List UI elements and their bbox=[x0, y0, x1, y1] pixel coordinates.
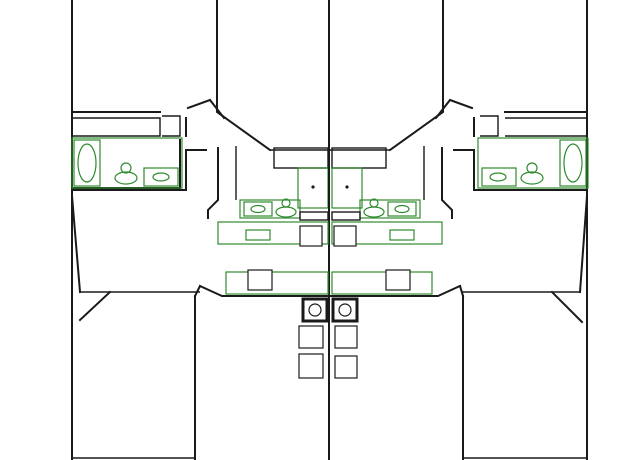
toilet-icon bbox=[520, 171, 544, 185]
upper-left-counter bbox=[217, 221, 329, 245]
right-tub-surround bbox=[559, 139, 587, 187]
left-door-swing bbox=[186, 98, 226, 120]
center-right-bath-floor bbox=[359, 199, 421, 219]
right-angled-wall bbox=[578, 194, 589, 294]
lower-bedrooms bbox=[71, 284, 588, 460]
bathtub-icon bbox=[563, 143, 583, 183]
toilet-tank bbox=[281, 198, 291, 208]
toilet-icon bbox=[363, 206, 385, 218]
sink-icon bbox=[394, 204, 410, 214]
washer-icon bbox=[301, 297, 329, 323]
center-left-closet bbox=[273, 147, 329, 169]
toilet-tank bbox=[120, 162, 132, 174]
closet-box bbox=[334, 355, 358, 379]
center-right-linen bbox=[331, 211, 361, 221]
lower-right-counter bbox=[331, 271, 433, 295]
toilet-icon bbox=[114, 171, 138, 185]
center-left-linen bbox=[299, 211, 329, 221]
washer-drum bbox=[308, 303, 322, 317]
right-door-swing bbox=[434, 98, 474, 120]
closet-box bbox=[298, 325, 324, 349]
right-hall-wall bbox=[453, 149, 588, 191]
center-right-closet bbox=[331, 147, 387, 169]
bathtub-icon bbox=[77, 143, 97, 183]
lower-right-door bbox=[550, 290, 584, 324]
right-bath bbox=[434, 98, 589, 293]
lower-right-bedroom-corner bbox=[458, 284, 465, 298]
left-tub-surround bbox=[73, 139, 101, 187]
center-right-shower bbox=[331, 167, 363, 209]
lower-left-door bbox=[78, 290, 112, 322]
washer-icon bbox=[331, 297, 359, 323]
upper-right-counter bbox=[331, 221, 443, 245]
upper-right-bedroom-wall-west bbox=[388, 0, 444, 152]
upper-left-bedroom-wall-east bbox=[216, 0, 272, 152]
sink-icon bbox=[245, 229, 271, 241]
refrigerator-icon bbox=[299, 225, 323, 247]
center-right-vanity bbox=[387, 201, 417, 217]
upper-bedrooms bbox=[71, 0, 588, 152]
center-baths bbox=[207, 146, 453, 460]
center-left-vanity bbox=[243, 201, 273, 217]
center-left-bath-floor bbox=[239, 199, 301, 219]
left-hall-wall bbox=[71, 149, 207, 191]
refrigerator-icon bbox=[333, 225, 357, 247]
left-bath bbox=[71, 98, 226, 293]
lower-left-bedroom-corner bbox=[193, 284, 202, 298]
right-lower-hall bbox=[328, 284, 462, 297]
right-vanity bbox=[481, 167, 517, 187]
left-angled-wall bbox=[70, 194, 82, 294]
laundry bbox=[298, 297, 359, 379]
upper-right-bedroom-wall bbox=[504, 0, 588, 113]
center-right-bath-wall-east bbox=[441, 147, 453, 219]
left-vanity bbox=[143, 167, 179, 187]
right-closet bbox=[505, 117, 588, 137]
shower-drain bbox=[345, 185, 349, 189]
left-closet bbox=[72, 117, 161, 137]
lower-left-counter bbox=[225, 271, 329, 295]
left-lower-hall bbox=[198, 284, 330, 297]
toilet-icon bbox=[275, 206, 297, 218]
sink-icon bbox=[250, 204, 266, 214]
left-closet-2 bbox=[162, 115, 181, 137]
shower-drain bbox=[311, 185, 315, 189]
upper-left-bedroom-wall bbox=[71, 0, 161, 113]
sink-icon bbox=[389, 229, 415, 241]
right-closet-2 bbox=[480, 115, 499, 137]
closet-box bbox=[334, 325, 358, 349]
toilet-tank bbox=[526, 162, 538, 174]
kitchens bbox=[217, 221, 443, 295]
sink-icon bbox=[489, 172, 507, 182]
center-left-bath-wall-west bbox=[207, 147, 219, 219]
stove-icon bbox=[385, 269, 411, 291]
closet-box bbox=[298, 353, 324, 379]
washer-drum bbox=[338, 303, 352, 317]
living-walls bbox=[70, 194, 589, 297]
toilet-tank bbox=[369, 198, 379, 208]
left-bath-outline bbox=[71, 137, 183, 189]
stove-icon bbox=[247, 269, 273, 291]
right-bath-outline bbox=[477, 137, 589, 189]
sink-icon bbox=[152, 172, 170, 182]
